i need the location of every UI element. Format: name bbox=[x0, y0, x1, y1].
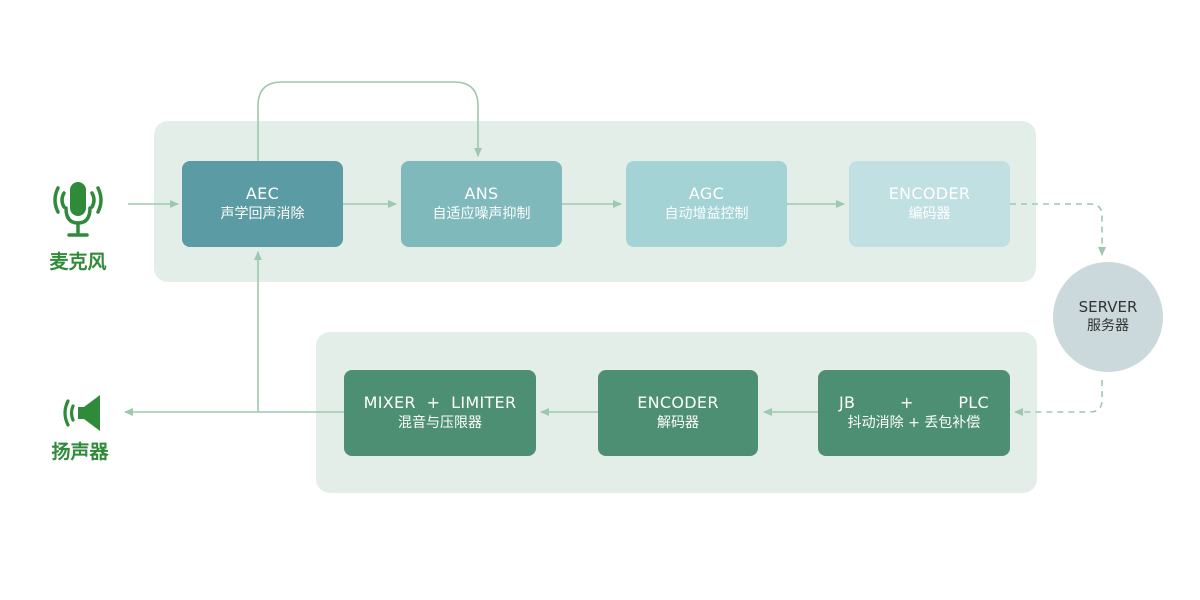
jb-plc-title: JB + PLC bbox=[839, 393, 989, 413]
arrow-aec-loop-ans bbox=[257, 81, 482, 161]
ans-block: ANS 自适应噪声抑制 bbox=[401, 161, 562, 247]
jb-plc-block: JB + PLC 抖动消除 + 丢包补偿 bbox=[818, 370, 1010, 456]
agc-title: AGC bbox=[688, 184, 725, 203]
microphone-icon bbox=[53, 182, 103, 237]
decoder-subtitle: 解码器 bbox=[657, 415, 699, 431]
jb-plc-subtitle: 抖动消除 + 丢包补偿 bbox=[847, 415, 981, 431]
jb-title: JB bbox=[839, 393, 856, 412]
arrow-server-jb bbox=[1014, 380, 1103, 416]
agc-subtitle: 自动增益控制 bbox=[664, 206, 749, 222]
speaker-label: 扬声器 bbox=[51, 441, 109, 463]
aec-subtitle: 声学回声消除 bbox=[220, 206, 305, 222]
server-subtitle: 服务器 bbox=[1087, 318, 1129, 334]
speaker-icon bbox=[63, 395, 100, 431]
encoder-title: ENCODER bbox=[888, 184, 971, 203]
ans-subtitle: 自适应噪声抑制 bbox=[432, 206, 531, 222]
microphone-label: 麦克风 bbox=[49, 251, 107, 273]
server-node: SERVER 服务器 bbox=[1053, 262, 1163, 372]
aec-block: AEC 声学回声消除 bbox=[182, 161, 343, 247]
agc-block: AGC 自动增益控制 bbox=[626, 161, 787, 247]
server-title: SERVER bbox=[1078, 298, 1138, 316]
decoder-block: ENCODER 解码器 bbox=[598, 370, 758, 456]
mixer-limiter-block: MIXER + LIMITER 混音与压限器 bbox=[344, 370, 536, 456]
encoder-subtitle: 编码器 bbox=[908, 206, 951, 222]
arrow-encoder-server bbox=[1010, 203, 1106, 256]
jb-plus: + bbox=[899, 393, 914, 412]
decoder-title: ENCODER bbox=[637, 393, 719, 412]
encoder-block: ENCODER 编码器 bbox=[849, 161, 1010, 247]
mixer-subtitle: 混音与压限器 bbox=[398, 415, 482, 431]
ans-title: ANS bbox=[464, 184, 499, 203]
aec-title: AEC bbox=[245, 184, 280, 203]
mixer-title: MIXER + LIMITER bbox=[363, 393, 517, 412]
plc-title: PLC bbox=[958, 393, 989, 412]
